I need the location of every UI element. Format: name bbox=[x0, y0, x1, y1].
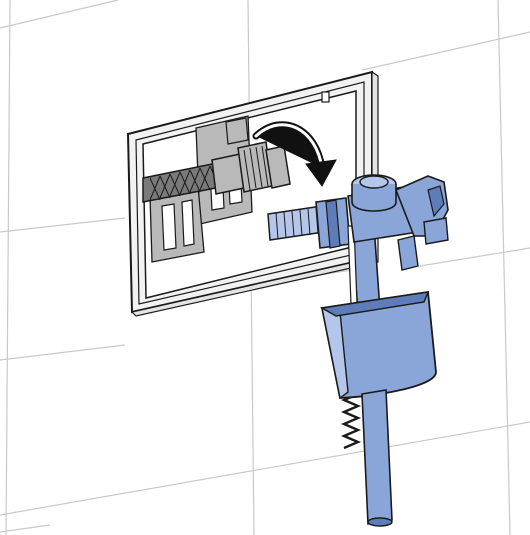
float-cup-body bbox=[320, 290, 437, 399]
curved-arrow-icon bbox=[252, 121, 337, 187]
valve-cap-top bbox=[359, 175, 389, 189]
interior-rod bbox=[321, 91, 330, 103]
valve-clip bbox=[397, 235, 419, 271]
float-cup-icon bbox=[319, 290, 437, 400]
braided-hose-icon bbox=[142, 141, 291, 203]
tile-grout-line bbox=[361, 31, 530, 71]
tile-grout-line bbox=[497, 0, 511, 535]
inlet-nut-face bbox=[325, 199, 341, 249]
inlet-thread-ribs bbox=[275, 207, 319, 240]
tile-grout-line bbox=[0, 421, 530, 516]
fill-valve-icon bbox=[267, 174, 449, 527]
arrow-head bbox=[305, 159, 337, 187]
valve-cap-side bbox=[351, 184, 397, 212]
hose-nut-flange bbox=[265, 145, 291, 189]
valve-clip bbox=[423, 217, 449, 245]
inspection-frame bbox=[126, 70, 379, 317]
tile-grout-line bbox=[419, 247, 530, 267]
interior-slot bbox=[161, 203, 177, 251]
float-cup-rim bbox=[319, 291, 430, 317]
lower-tube-end bbox=[367, 517, 393, 527]
tile-grout-line bbox=[0, 344, 126, 361]
tile-grout-line bbox=[0, 0, 119, 29]
interior-clip bbox=[225, 117, 249, 145]
threaded-nut-icon bbox=[267, 197, 351, 249]
tile-grout-line bbox=[0, 217, 126, 233]
hose-braid bbox=[149, 165, 221, 201]
interior-slot bbox=[181, 199, 195, 247]
tile-grout-line bbox=[0, 524, 51, 533]
hose-nut-ribs bbox=[243, 145, 269, 191]
tile-grout-line bbox=[5, 0, 11, 535]
arrow-shaft-inner bbox=[254, 123, 324, 170]
lower-tube bbox=[361, 389, 393, 525]
valve-arm-detail bbox=[427, 185, 445, 218]
